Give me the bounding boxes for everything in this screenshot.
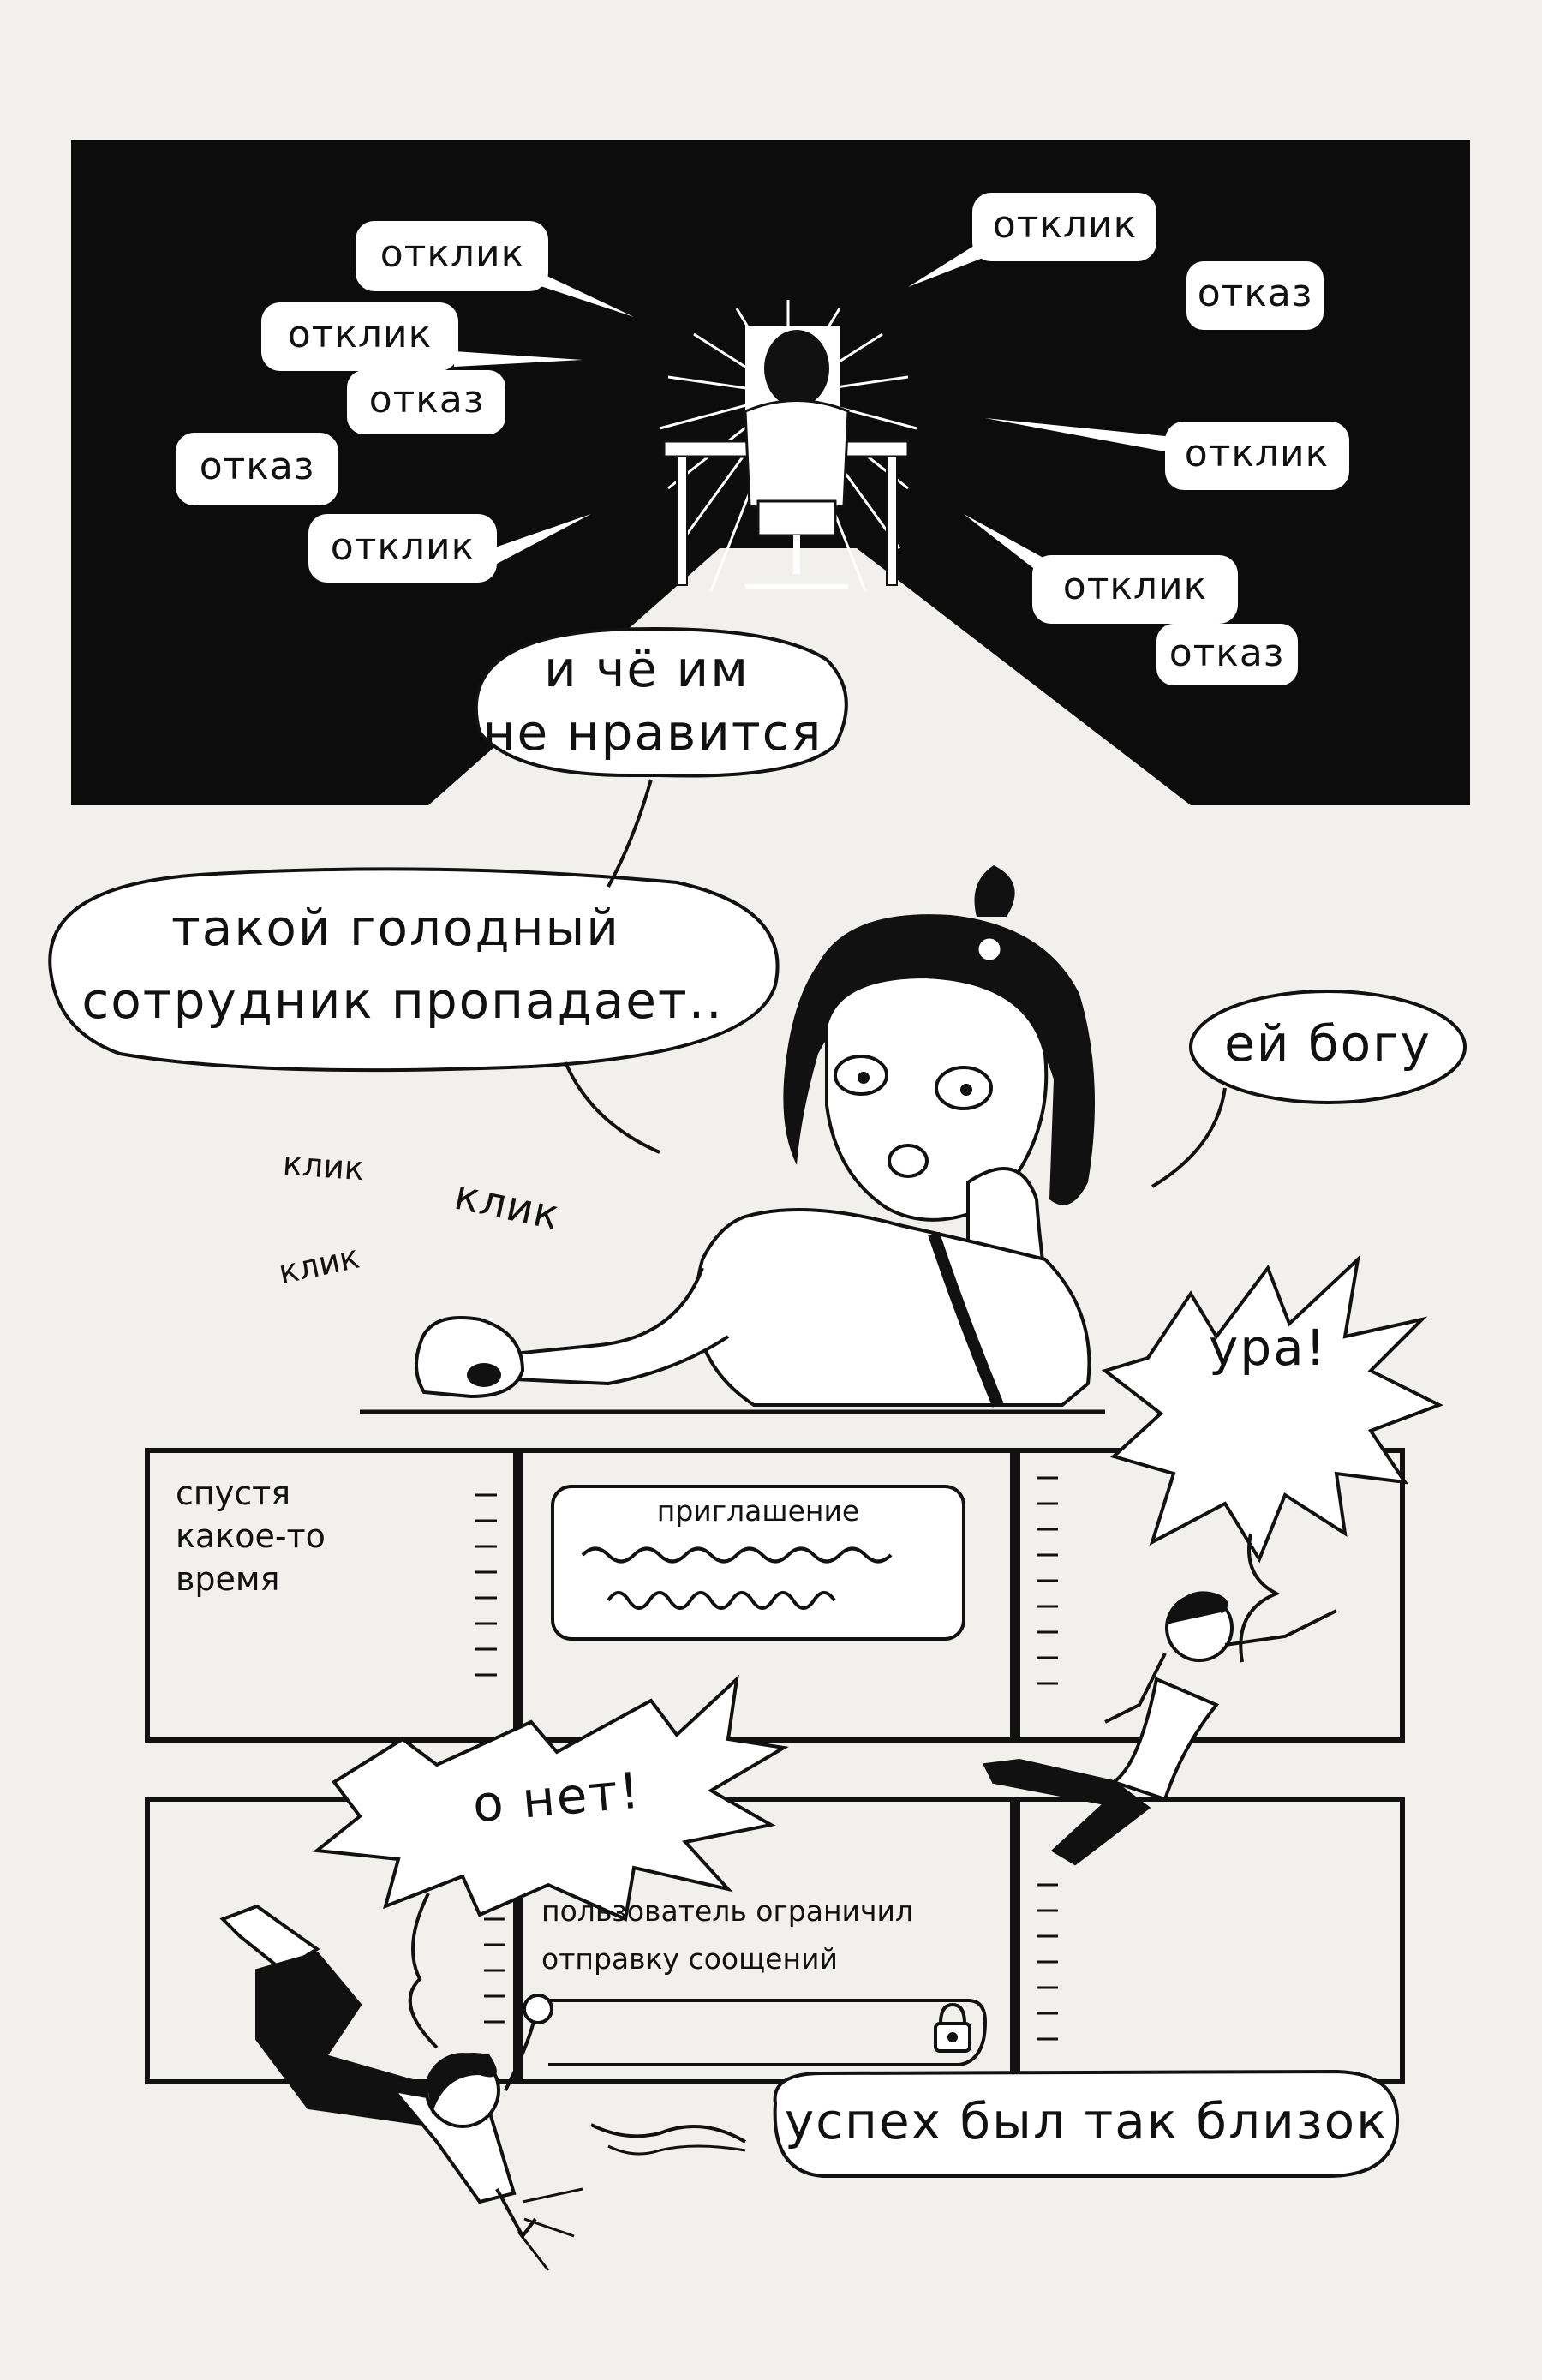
- bubble-rejection-2: отказ: [199, 445, 315, 488]
- notice-line-1: пользователь ограничил: [541, 1894, 914, 1928]
- jumping-figure: [982, 1591, 1337, 1866]
- person-at-desk: [744, 330, 850, 589]
- bubble-response-3: отклик: [330, 525, 475, 569]
- left-speech-line-1: такой голодный: [170, 899, 621, 957]
- speech-line-2: не нравится: [482, 703, 823, 762]
- sfx-click-1: клик: [281, 1144, 366, 1188]
- caption-line-1: спустя: [176, 1474, 291, 1512]
- speech-bubble-left: [48, 867, 780, 1073]
- lock-icon: [934, 2002, 971, 2053]
- bubble-response-1: отклик: [380, 232, 525, 276]
- caption-success-close: успех был так близок: [784, 2092, 1389, 2150]
- falling-figure: [219, 1904, 583, 2271]
- panel-4-exclaim: [312, 1674, 789, 2049]
- right-speech: ей богу: [1224, 1014, 1431, 1073]
- tired-character: [415, 865, 1095, 1408]
- speech-bubble-right: [1189, 990, 1467, 1104]
- caption-line-2: какое-то: [176, 1517, 326, 1555]
- speech-line-1: и чё им: [544, 640, 750, 698]
- panel-3: [145, 1448, 1405, 1743]
- exclaim-hooray: ура!: [1209, 1319, 1327, 1377]
- invitation-card: [551, 1485, 965, 1641]
- bubble-response-4: отклик: [992, 203, 1138, 247]
- notice-line-2: отправку соощений: [541, 1942, 838, 1976]
- bubble-response-2: отклик: [287, 313, 433, 356]
- panel-1: [71, 140, 1470, 805]
- invitation-title: приглашение: [656, 1494, 860, 1528]
- response-bubbles: [176, 193, 1349, 685]
- bubble-response-5: отклик: [1184, 432, 1330, 475]
- panel-3-exclaim: [1101, 1254, 1443, 1663]
- caption-line-3: время: [176, 1560, 280, 1598]
- speech-bubble-1: [474, 627, 848, 778]
- bubble-rejection-3: отказ: [1197, 272, 1313, 315]
- bubble-rejection-4: отказ: [1168, 631, 1285, 675]
- bubble-response-6: отклик: [1062, 565, 1208, 608]
- caption-bubble: [590, 2069, 1400, 2178]
- left-speech-line-2: сотрудник пропадает..: [81, 972, 724, 1030]
- bubble-rejection-1: отказ: [368, 378, 485, 422]
- panel-2: [48, 779, 1467, 1414]
